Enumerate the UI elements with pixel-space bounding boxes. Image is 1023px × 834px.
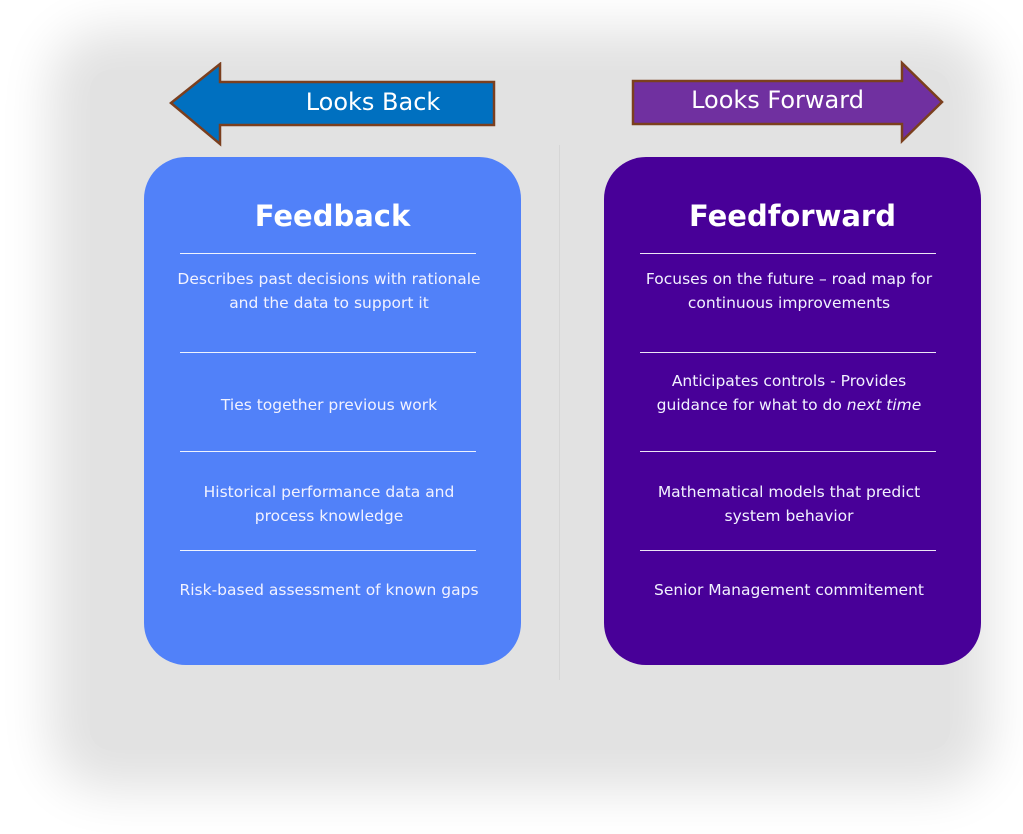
feedback-card: Feedback Describes past decisions with r…	[144, 157, 521, 665]
feedback-title: Feedback	[254, 199, 411, 233]
feedback-item: Ties together previous work	[220, 396, 438, 414]
feedback-item: Risk-based assessment of known gaps	[179, 581, 479, 599]
looks-back-arrow: Looks Back	[168, 62, 498, 147]
feedforward-item: Senior Management commitement	[654, 581, 924, 599]
feedforward-item: Anticipates controls - Provides guidance…	[634, 369, 944, 417]
feedforward-item: Mathematical models that predict system …	[657, 483, 921, 525]
feedback-item: Describes past decisions with rationale …	[177, 270, 481, 312]
looks-forward-arrow: Looks Forward	[630, 60, 945, 145]
looks-forward-label: Looks Forward	[691, 86, 864, 114]
divider	[640, 253, 936, 254]
divider	[180, 550, 476, 551]
divider	[180, 253, 476, 254]
feedforward-title: Feedforward	[689, 199, 896, 233]
feedforward-item-emphasis: next time	[846, 396, 922, 414]
divider	[180, 352, 476, 353]
left-arrow-icon	[169, 62, 496, 147]
right-arrow-icon	[631, 60, 944, 144]
divider	[640, 352, 936, 353]
center-divider	[559, 145, 560, 680]
feedforward-card: Feedforward Focuses on the future – road…	[604, 157, 981, 665]
feedback-item: Historical performance data and process …	[203, 483, 455, 525]
feedforward-item: Focuses on the future – road map for con…	[645, 270, 933, 312]
feedforward-item-text: Anticipates controls - Provides guidance…	[656, 372, 907, 414]
divider	[640, 451, 936, 452]
divider	[640, 550, 936, 551]
divider	[180, 451, 476, 452]
looks-back-label: Looks Back	[305, 88, 441, 116]
